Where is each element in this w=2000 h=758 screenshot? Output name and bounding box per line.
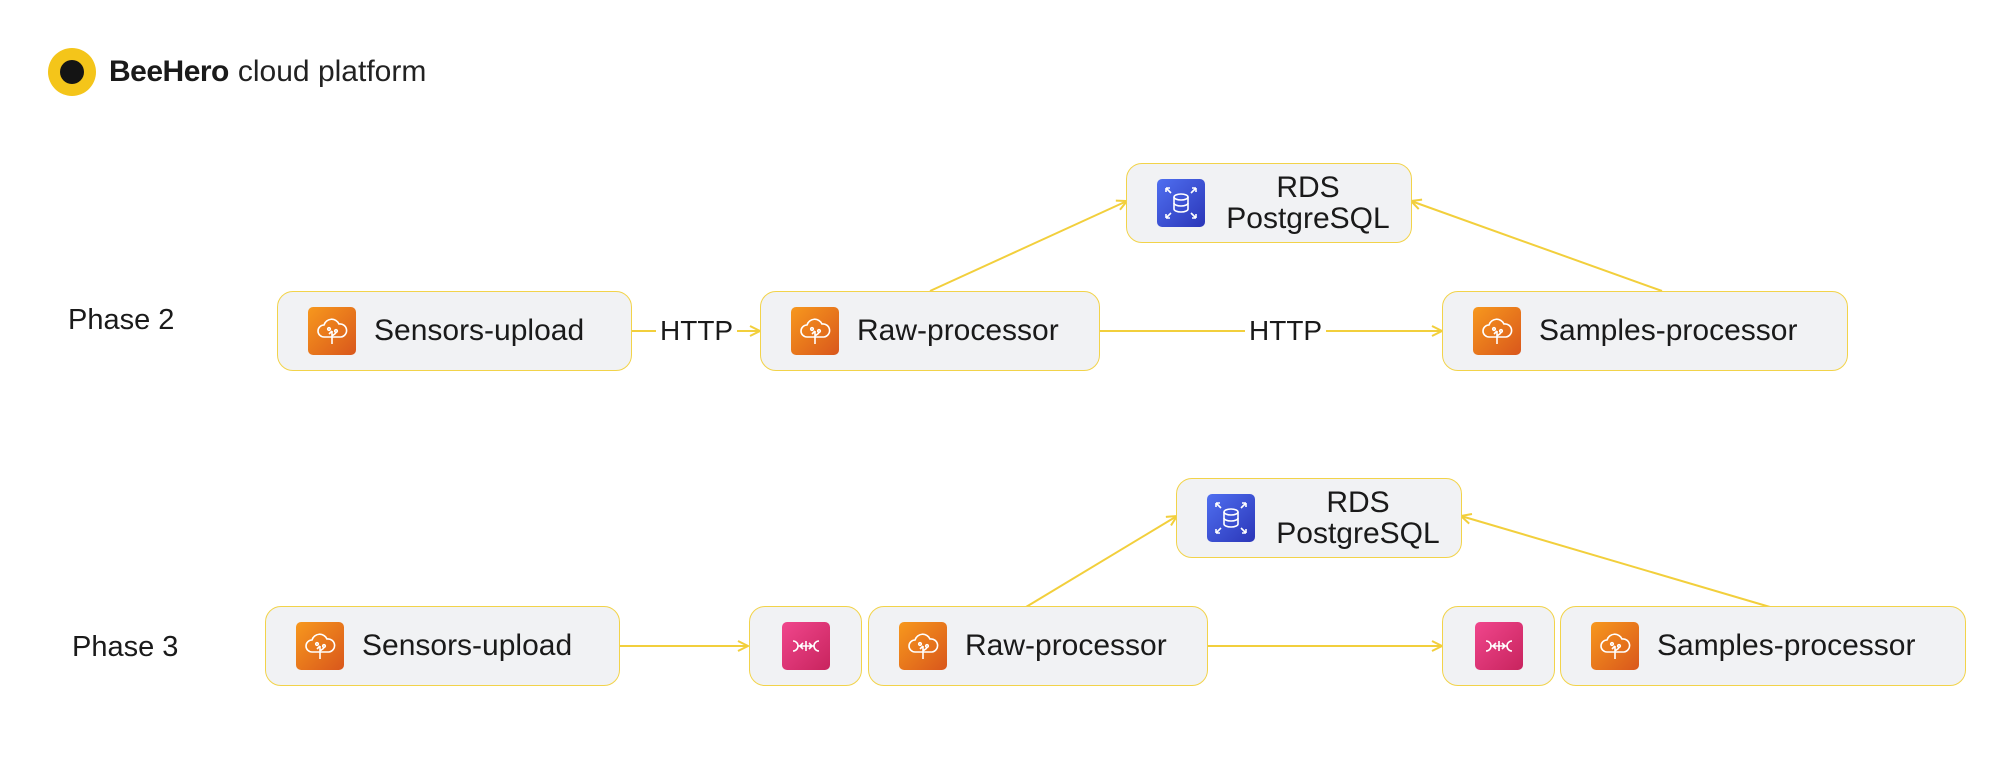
beehero-logo-icon [48,48,96,96]
db-label: RDS PostgreSQL [1267,479,1449,557]
p3-samples-queue-node[interactable] [1442,606,1555,686]
cloud-compute-icon [1591,622,1639,670]
phase-3-label: Phase 3 [72,631,179,663]
message-queue-icon [781,622,830,670]
phase-2-label: Phase 2 [68,304,175,336]
p2-sensors-upload-node[interactable]: Sensors-upload [277,291,632,371]
p3-sensors-upload-node[interactable]: Sensors-upload [265,606,620,686]
brand-name: BeeHero [109,55,229,88]
p3-samples-processor-node[interactable]: Samples-processor [1560,606,1966,686]
p3-raw-processor-node[interactable]: Raw-processor [868,606,1208,686]
node-label: Samples-processor [1657,629,1916,662]
node-label: Raw-processor [857,314,1059,347]
db-label-line2: PostgreSQL [1226,202,1390,235]
logo: BeeHero cloud platform [48,44,426,100]
node-label: Sensors-upload [374,314,585,347]
rds-database-icon [1207,494,1255,542]
p2-http-label: HTTP [656,315,738,347]
p2-samples-to-db-line [1411,201,1663,292]
node-label: Samples-processor [1539,314,1798,347]
db-label-line2: PostgreSQL [1276,517,1440,550]
p2-raw-processor-node[interactable]: Raw-processor [760,291,1100,371]
db-label-line1: RDS [1276,171,1340,204]
cloud-compute-icon [308,307,356,355]
cloud-compute-icon [899,622,947,670]
db-label-line1: RDS [1326,486,1390,519]
p2-samples-processor-node[interactable]: Samples-processor [1442,291,1848,371]
rds-database-icon [1157,179,1205,227]
p3-rds-postgresql-node[interactable]: RDS PostgreSQL [1176,478,1462,558]
cloud-compute-icon [1473,307,1521,355]
p3-samples-to-db-line [1461,516,1771,608]
message-queue-icon [1474,622,1523,670]
p3-raw-queue-node[interactable] [749,606,862,686]
cloud-compute-icon [296,622,344,670]
p2-http-label: HTTP [1245,315,1327,347]
node-label: Sensors-upload [362,629,573,662]
p2-rds-postgresql-node[interactable]: RDS PostgreSQL [1126,163,1412,243]
db-label: RDS PostgreSQL [1217,164,1399,242]
cloud-compute-icon [791,307,839,355]
p3-raw-to-db-line [1025,516,1177,608]
node-label: Raw-processor [965,629,1167,662]
brand-tagline: cloud platform [237,55,427,88]
p2-raw-to-db-line [929,201,1127,292]
